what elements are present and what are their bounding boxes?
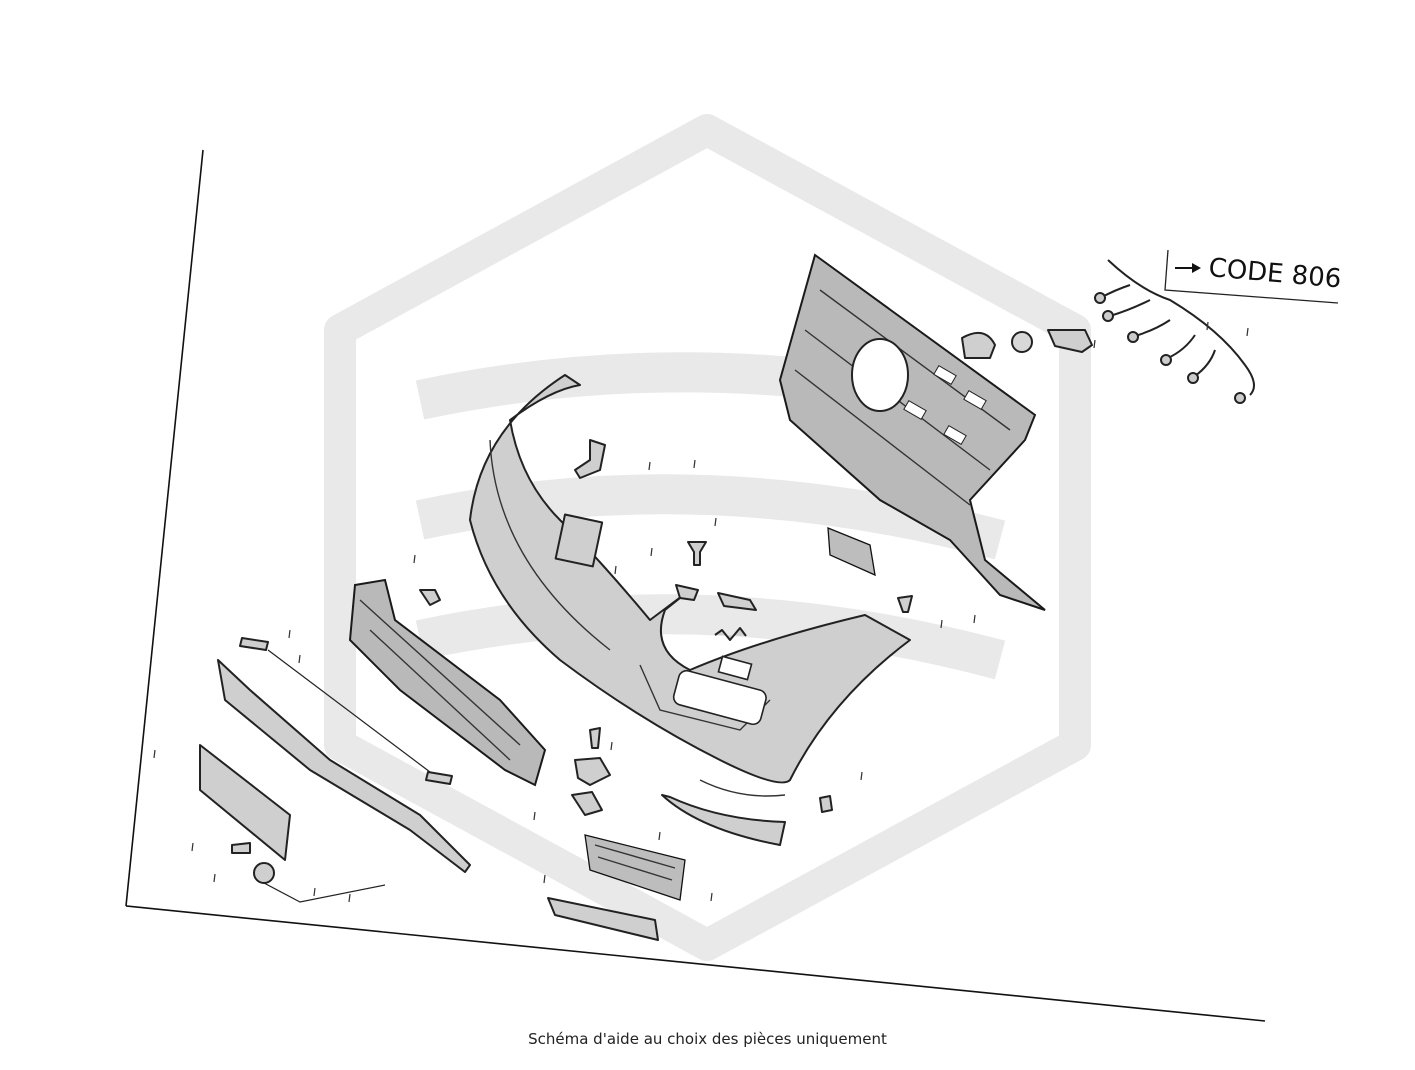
arrow-head-icon	[1192, 263, 1201, 273]
bumper-cover	[469, 374, 911, 797]
strip-tab-top	[239, 637, 269, 651]
bumper-reinforcement	[348, 578, 547, 787]
bracket-upper	[675, 584, 699, 601]
parking-sensors	[961, 329, 1093, 359]
ground-plane-frame	[125, 149, 1266, 1022]
tow-hook-cover	[717, 592, 757, 611]
code-806-label: CODE 806	[1207, 253, 1342, 294]
license-plate-holder	[199, 744, 291, 861]
fog-light-grille	[584, 834, 686, 901]
wiring-harness	[1094, 259, 1255, 404]
spring-clip	[714, 627, 747, 641]
push-clip	[687, 541, 707, 566]
clip-right	[819, 795, 833, 813]
sensor-holder	[574, 757, 611, 786]
screw-plate	[231, 842, 251, 854]
mesh-insert	[827, 527, 876, 577]
small-hardware	[231, 439, 913, 903]
control-module	[554, 513, 604, 568]
strip-tab-bottom	[425, 771, 453, 785]
bolt-center	[589, 727, 601, 749]
clip-lower	[571, 791, 603, 816]
code-annotation: CODE 806	[1164, 249, 1342, 304]
radiator-grille	[778, 253, 1046, 611]
clip-markers	[153, 321, 1249, 903]
bumper-clip-left	[419, 589, 441, 606]
lower-trim-strip	[217, 659, 471, 873]
diagram-caption: Schéma d'aide au choix des pièces unique…	[528, 1030, 887, 1048]
mounting-bracket-small	[574, 439, 606, 479]
screw-right	[897, 595, 913, 613]
lower-lip-trim	[547, 794, 786, 941]
nut-plate	[253, 862, 275, 884]
